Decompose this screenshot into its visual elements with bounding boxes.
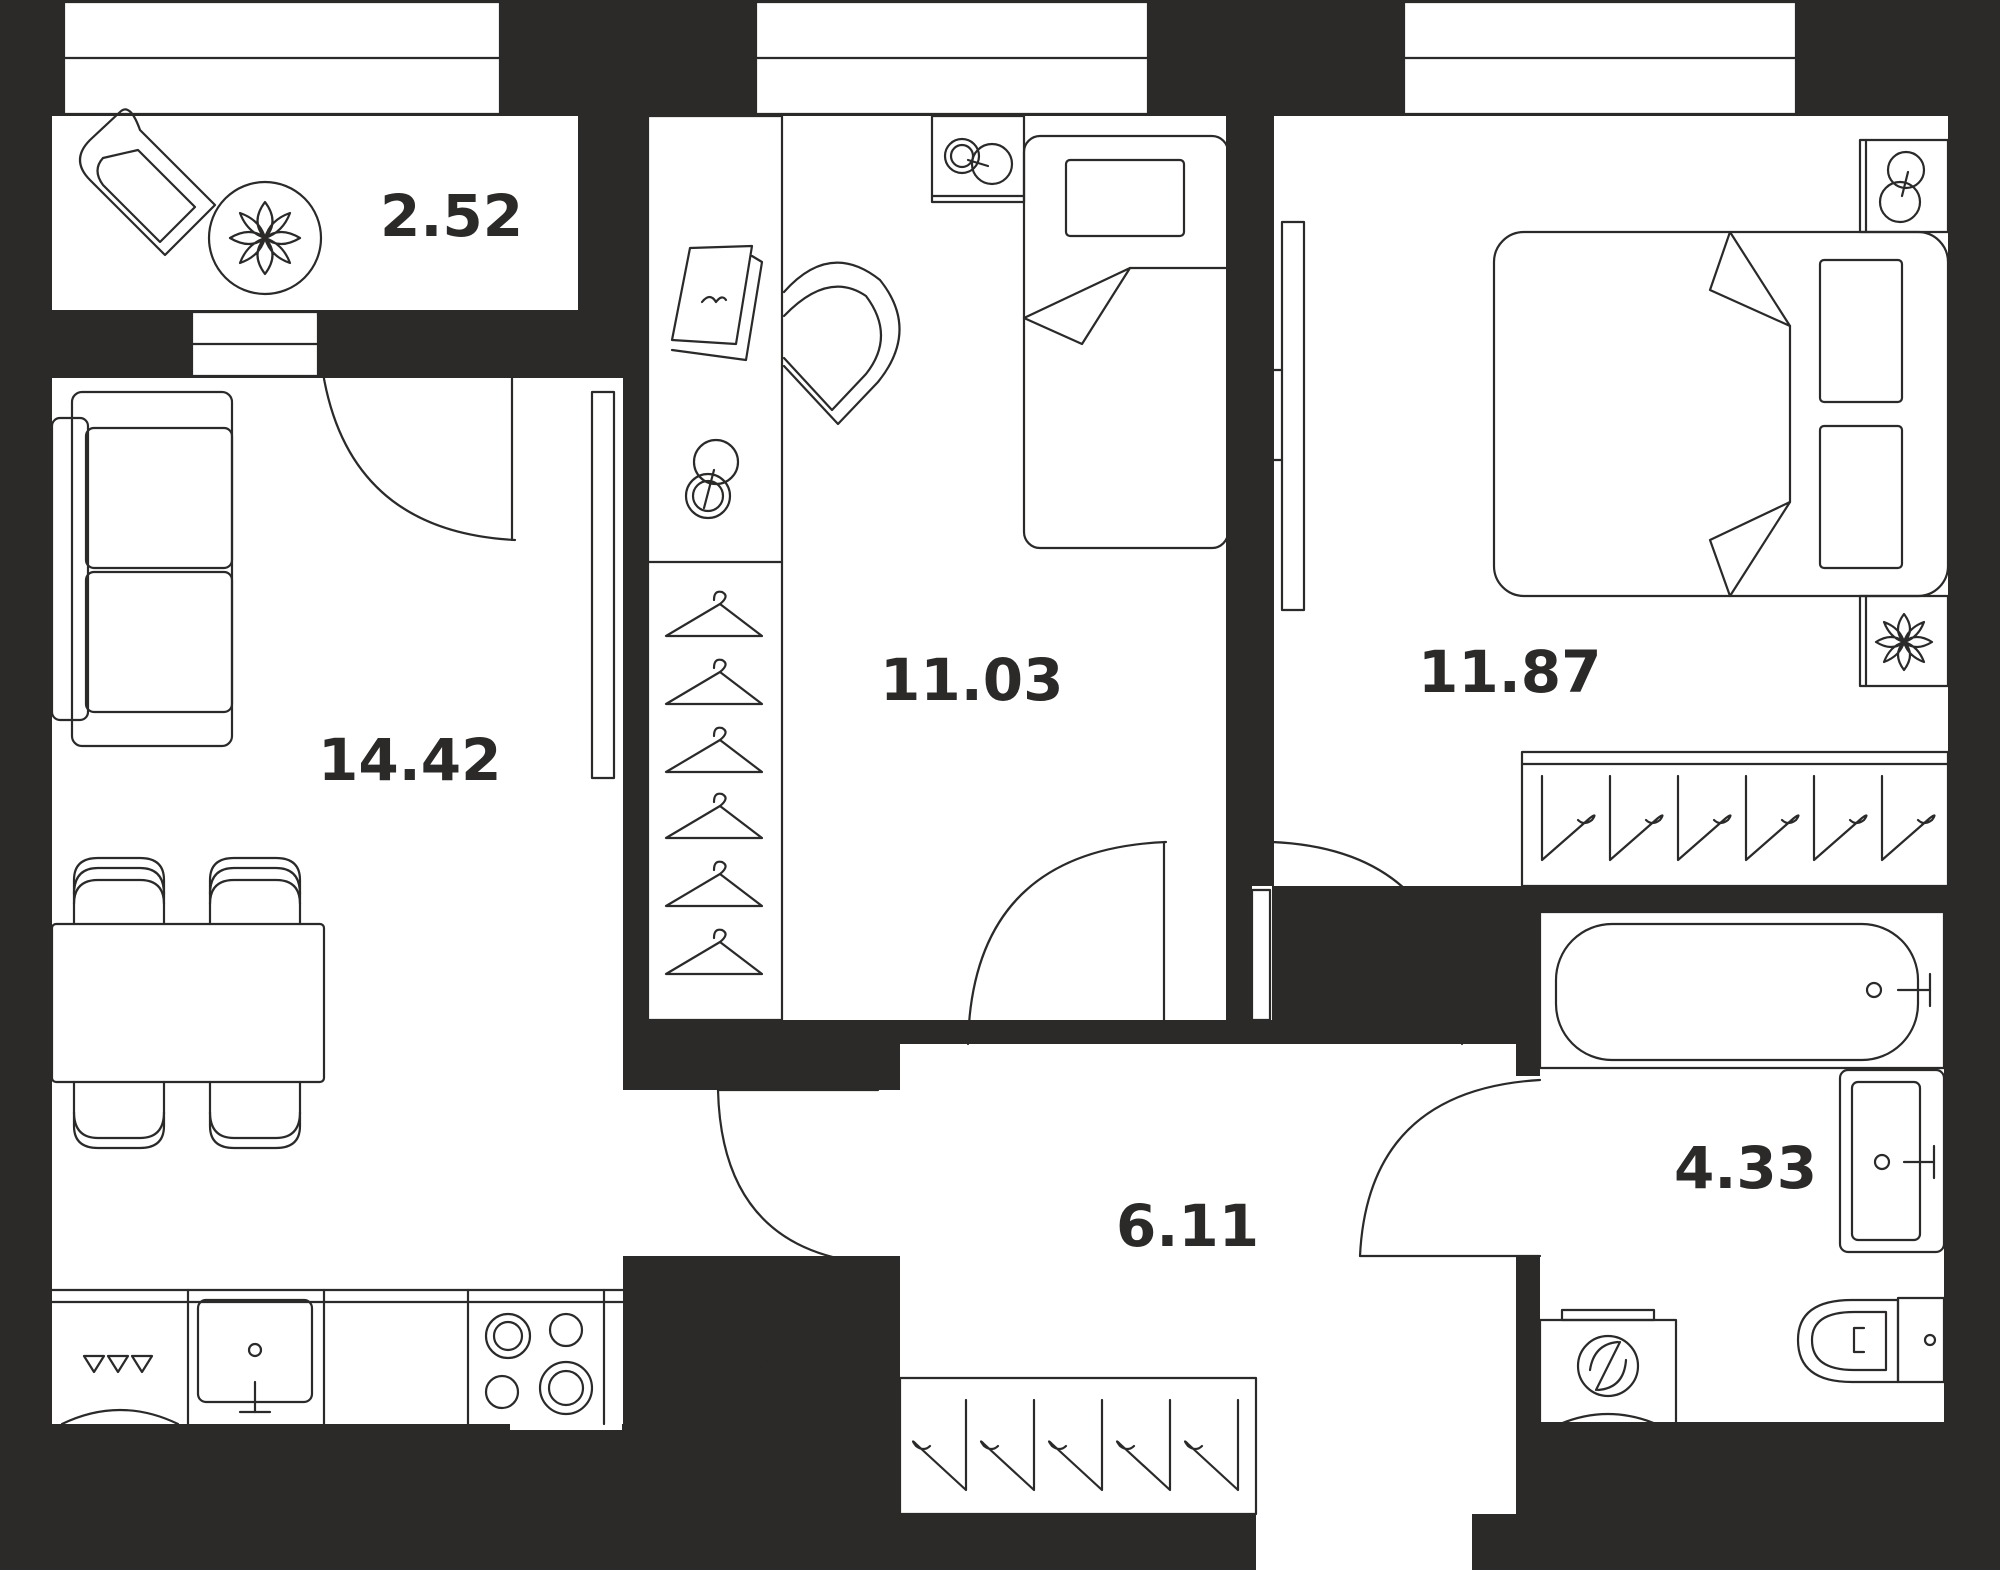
window-icon — [62, 0, 502, 116]
desk-chair-icon — [782, 261, 901, 426]
wardrobe-icon — [1520, 750, 1950, 888]
window-icon — [754, 0, 1150, 116]
hallway-wardrobe-icon — [898, 1376, 1258, 1516]
sink-icon — [196, 1298, 314, 1414]
area-label-bathroom: 4.33 — [1674, 1134, 1817, 1202]
door-icon — [1250, 840, 1464, 1046]
entrance-door — [1256, 1514, 1472, 1570]
glasses-icon — [82, 1354, 154, 1374]
wardrobe-panel-icon — [1272, 220, 1306, 612]
plant-icon — [207, 180, 323, 296]
washing-machine-icon — [1538, 1308, 1678, 1426]
area-label-hallway: 6.11 — [1116, 1192, 1259, 1260]
bathroom-door-gap — [1500, 1076, 1560, 1256]
bed-icon — [1492, 230, 1950, 598]
balcony-chair-icon — [78, 108, 217, 257]
door-icon — [1358, 1078, 1542, 1258]
dining-table-icon — [50, 856, 326, 1150]
stove-icon — [484, 1312, 594, 1416]
kitchen-living-floor-ext — [510, 378, 622, 1430]
window-icon — [1402, 0, 1798, 116]
windows — [62, 0, 1798, 116]
wardrobe-panel-icon — [590, 390, 616, 780]
balcony-door-icon — [190, 310, 517, 542]
area-label-kitchen-living: 14.42 — [318, 726, 501, 794]
bed-icon — [1022, 134, 1230, 550]
kitchen-counter-icon — [50, 1288, 878, 1426]
room-floors — [52, 116, 1948, 1570]
bedroom-2-floor — [1274, 116, 1948, 886]
hallway-floor — [900, 1044, 1516, 1514]
cooktop-symbol-icon: ✳✳✳ — [754, 1338, 850, 1382]
plant-icon — [1858, 594, 1950, 688]
book-icon — [670, 244, 764, 362]
toilet-icon — [1796, 1296, 1946, 1384]
sink-icon — [1838, 1068, 1946, 1254]
area-label-bedroom-2: 11.87 — [1418, 638, 1601, 706]
area-label-balcony: 2.52 — [380, 182, 523, 250]
bedroom-1-floor — [648, 116, 1226, 1020]
area-labels: 2.52 14.42 11.03 11.87 6.11 4.33 — [318, 182, 1817, 1260]
lamp-icon — [684, 438, 740, 520]
svg-text:✳✳✳: ✳✳✳ — [754, 1338, 850, 1382]
door-icon — [966, 840, 1168, 1046]
door-icon — [716, 1088, 880, 1266]
sofa-icon — [50, 390, 234, 748]
area-label-bedroom-1: 11.03 — [880, 646, 1063, 714]
hanger-icon — [664, 590, 764, 976]
bedroom-1-wardrobe-icon — [646, 114, 784, 1022]
hallway-opening — [620, 1090, 930, 1256]
bathtub-icon — [1538, 910, 1946, 1070]
